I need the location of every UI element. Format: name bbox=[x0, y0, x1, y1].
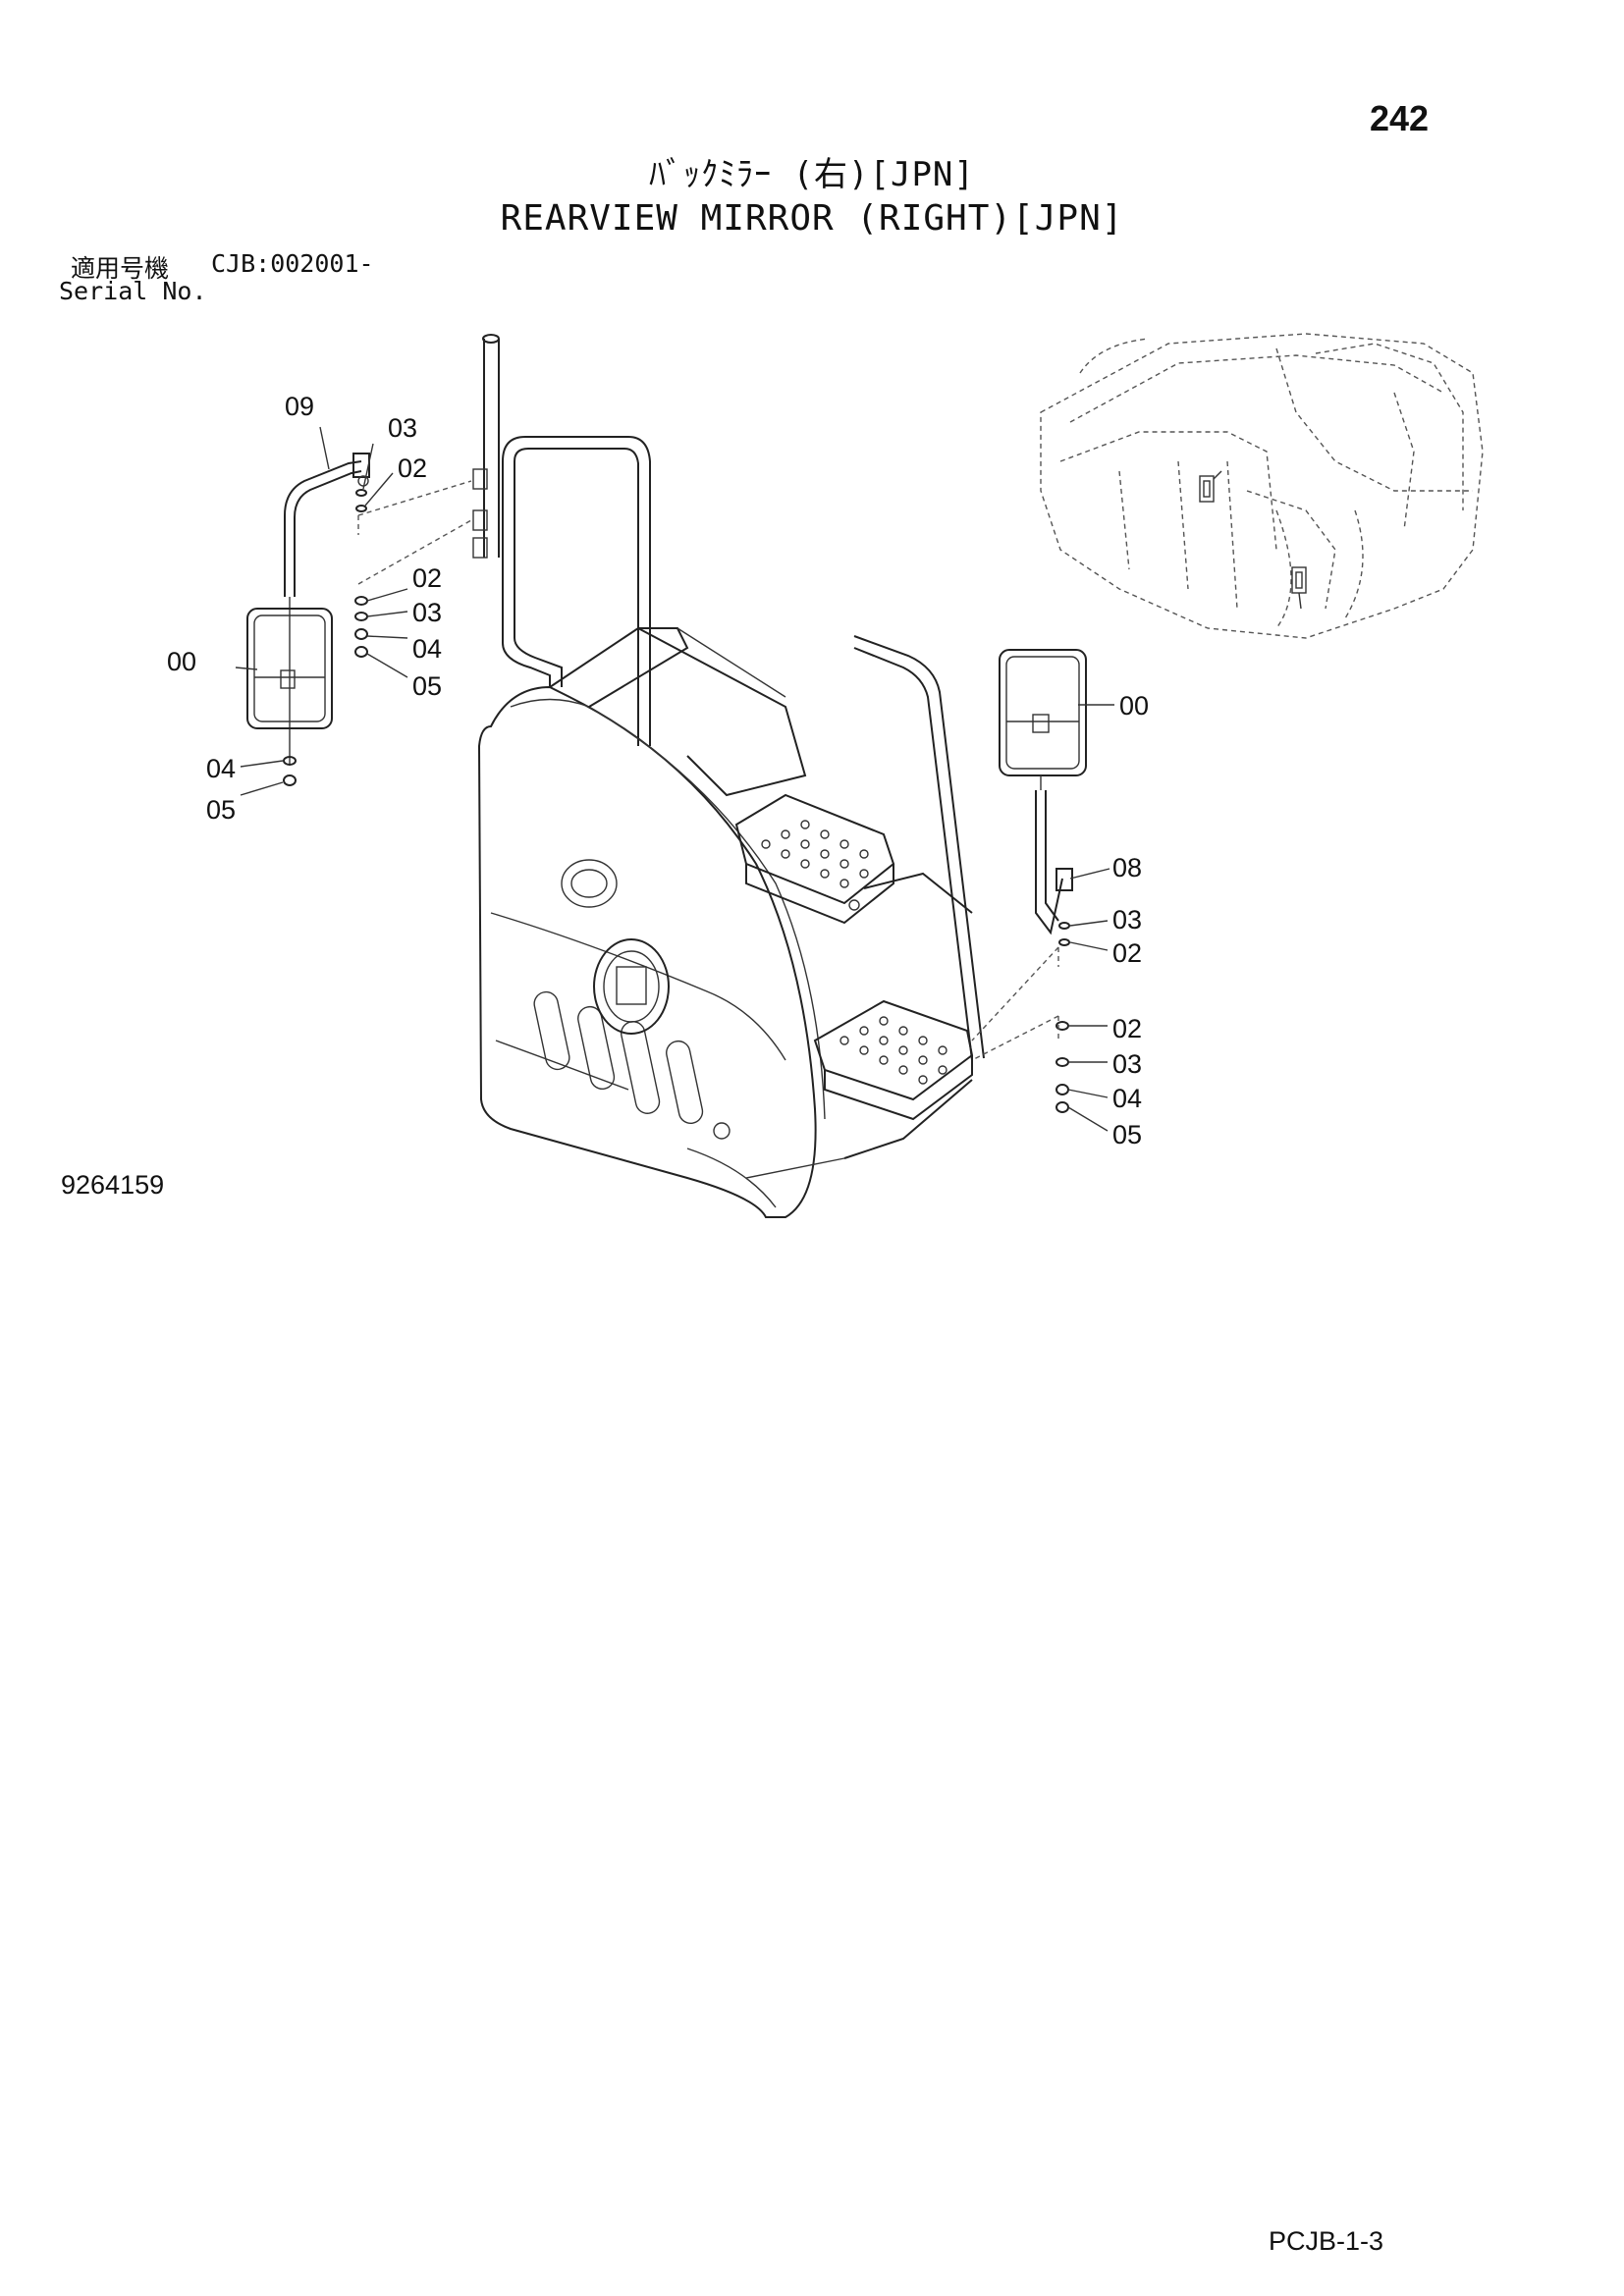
callout-mirror-00-left: 00 bbox=[167, 647, 196, 676]
serial-label-english: Serial No. bbox=[59, 277, 207, 305]
page-number: 242 bbox=[1370, 98, 1430, 138]
callout-nut-05-below-mirror: 05 bbox=[206, 795, 236, 825]
callout-nut-04-below-mirror: 04 bbox=[206, 754, 236, 783]
step-body-illustration bbox=[472, 334, 985, 1218]
left-mirror-assembly bbox=[235, 426, 472, 796]
callout-washer-02-upper-right: 02 bbox=[1112, 938, 1142, 968]
callout-washer-03-upper-left: 03 bbox=[388, 413, 417, 443]
page-code: PCJB-1-3 bbox=[1269, 2226, 1384, 2256]
title-japanese: ﾊﾞｯｸﾐﾗｰ (右)[JPN] bbox=[649, 155, 975, 194]
callout-washer-03-left: 03 bbox=[412, 598, 442, 627]
serial-label-japanese: 適用号機 bbox=[71, 254, 170, 283]
callout-nut-05-left: 05 bbox=[412, 671, 442, 701]
callout-washer-02-left: 02 bbox=[412, 563, 442, 593]
machine-overview-illustration bbox=[1040, 333, 1484, 639]
callout-washer-03-right: 03 bbox=[1112, 1049, 1142, 1079]
right-mirror-assembly bbox=[971, 649, 1114, 1132]
title-english: REARVIEW MIRROR (RIGHT)[JPN] bbox=[500, 198, 1124, 239]
serial-number-value: CJB:002001- bbox=[211, 249, 374, 278]
callout-stay-08: 08 bbox=[1112, 853, 1142, 882]
callout-washer-02-right: 02 bbox=[1112, 1014, 1142, 1043]
callout-stay-09: 09 bbox=[285, 392, 314, 421]
figure-id: 9264159 bbox=[61, 1170, 165, 1200]
callout-washer-02-upper-left: 02 bbox=[398, 454, 427, 483]
callout-nut-04-left: 04 bbox=[412, 634, 442, 664]
callout-nut-05-right: 05 bbox=[1112, 1120, 1142, 1149]
callout-washer-03-upper-right: 03 bbox=[1112, 905, 1142, 934]
callout-mirror-00-right: 00 bbox=[1119, 691, 1149, 721]
callout-nut-04-right: 04 bbox=[1112, 1084, 1142, 1113]
